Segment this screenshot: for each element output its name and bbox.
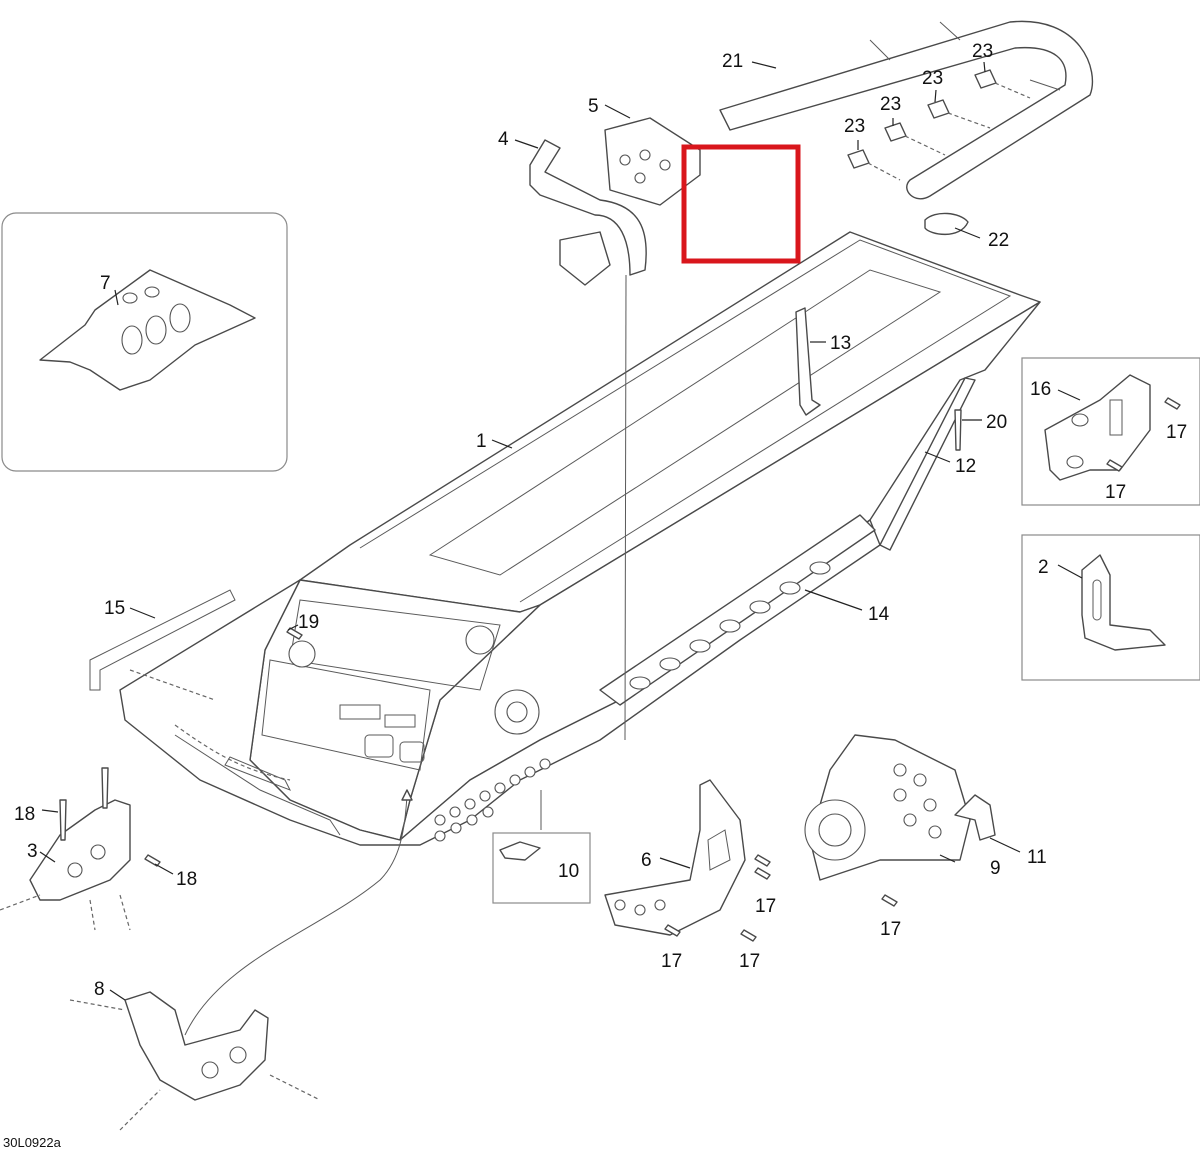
inset-box-part-10 bbox=[492, 832, 591, 904]
callout-17b: 17 bbox=[1105, 482, 1126, 503]
callout-6: 6 bbox=[641, 850, 652, 871]
callout-23d: 23 bbox=[844, 116, 865, 137]
callout-15: 15 bbox=[104, 598, 125, 619]
callout-23c: 23 bbox=[880, 94, 901, 115]
rivets bbox=[59, 397, 1181, 942]
inset-box-part-2 bbox=[1021, 534, 1200, 681]
callout-5: 5 bbox=[588, 96, 599, 117]
callout-7: 7 bbox=[100, 273, 111, 294]
plate-part-5 bbox=[604, 117, 701, 206]
callout-16: 16 bbox=[1030, 379, 1051, 400]
callout-23b: 23 bbox=[922, 68, 943, 89]
callout-2: 2 bbox=[1038, 557, 1049, 578]
callout-12: 12 bbox=[955, 456, 976, 477]
callout-19: 19 bbox=[298, 612, 319, 633]
inset-box-part-7 bbox=[1, 212, 288, 472]
callout-18b: 18 bbox=[176, 869, 197, 890]
callout-8: 8 bbox=[94, 979, 105, 1000]
callout-4: 4 bbox=[498, 129, 509, 150]
callout-13: 13 bbox=[830, 333, 851, 354]
leader-lines bbox=[39, 61, 1083, 1001]
inset-box-part-16 bbox=[1021, 357, 1200, 506]
callout-20: 20 bbox=[986, 412, 1007, 433]
highlight-box bbox=[681, 144, 801, 264]
callout-1: 1 bbox=[476, 431, 487, 452]
callout-23a: 23 bbox=[972, 41, 993, 62]
callout-17c: 17 bbox=[755, 896, 776, 917]
callout-17a: 17 bbox=[1166, 422, 1187, 443]
callout-9: 9 bbox=[990, 858, 1001, 879]
callout-22: 22 bbox=[988, 230, 1009, 251]
callout-17e: 17 bbox=[739, 951, 760, 972]
bracket-part-8 bbox=[69, 991, 321, 1131]
bracket-part-6 bbox=[604, 779, 746, 936]
callout-18a: 18 bbox=[14, 804, 35, 825]
tunnel-part-1 bbox=[89, 231, 1041, 1036]
callout-17d: 17 bbox=[661, 951, 682, 972]
callout-17f: 17 bbox=[880, 919, 901, 940]
bracket-part-4 bbox=[529, 139, 647, 286]
plate-part-9 bbox=[804, 734, 971, 881]
callout-21: 21 bbox=[722, 51, 743, 72]
callout-labels: 1 2 3 4 5 6 7 8 9 10 11 12 13 14 15 16 1… bbox=[14, 41, 1187, 1000]
callout-3: 3 bbox=[27, 841, 38, 862]
drawing-reference-code: 30L0922a bbox=[3, 1135, 62, 1150]
callout-11: 11 bbox=[1027, 847, 1047, 868]
bracket-part-11 bbox=[954, 794, 996, 841]
callout-14: 14 bbox=[868, 604, 890, 625]
grab-handle-part-21 bbox=[719, 20, 1094, 200]
bracket-part-3 bbox=[0, 799, 131, 931]
callout-10: 10 bbox=[558, 861, 579, 882]
